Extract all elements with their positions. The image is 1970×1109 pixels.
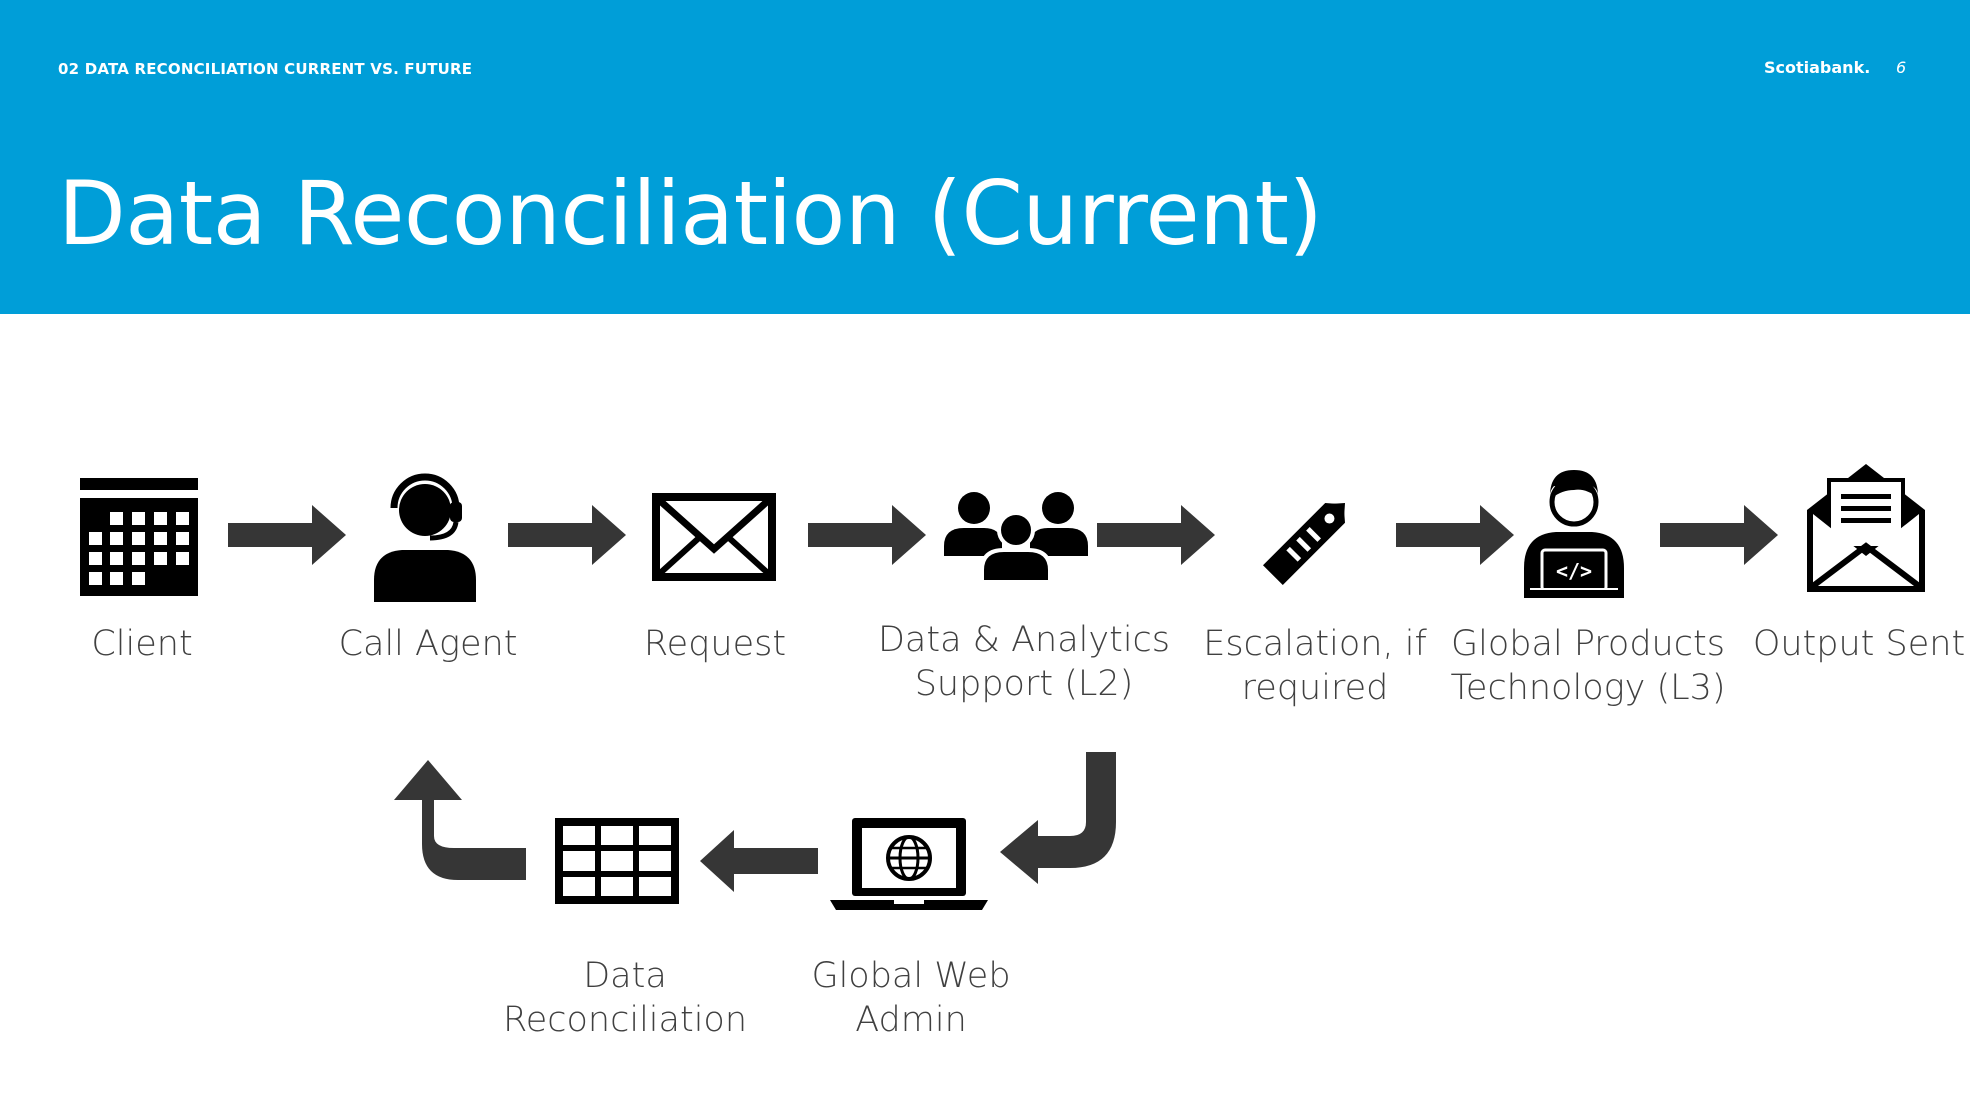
step-label-global-products: Global Products Technology (L3) xyxy=(1450,624,1726,708)
headset-agent-icon xyxy=(374,473,476,602)
arrow-right xyxy=(1097,505,1215,565)
arrow-right xyxy=(1396,505,1514,565)
svg-text:</>: </> xyxy=(1556,559,1592,583)
curved-arrow-up-left xyxy=(394,760,526,880)
header-banner: 02 DATA RECONCILIATION CURRENT VS. FUTUR… xyxy=(0,0,1970,314)
team-icon xyxy=(944,492,1088,582)
step-label-request: Request xyxy=(643,624,787,664)
step-label-escalation: Escalation, if required xyxy=(1203,624,1427,708)
arrow-right xyxy=(1660,505,1778,565)
arrow-left xyxy=(700,830,818,892)
page-title: Data Reconciliation (Current) xyxy=(58,162,1323,265)
table-grid-icon xyxy=(555,818,679,904)
section-label: 02 DATA RECONCILIATION CURRENT VS. FUTUR… xyxy=(58,60,473,78)
curved-arrow-down-left xyxy=(1000,752,1116,884)
step-label-global-web-admin: Global Web Admin xyxy=(811,956,1011,1040)
arrow-right xyxy=(508,505,626,565)
open-mail-icon xyxy=(1807,464,1925,592)
tag-icon xyxy=(1262,502,1346,586)
developer-icon: </> xyxy=(1524,470,1624,598)
envelope-icon xyxy=(652,493,776,581)
step-label-client: Client xyxy=(91,624,193,664)
brand-logo-text: Scotiabank. xyxy=(1764,58,1871,77)
arrow-right xyxy=(228,505,346,565)
laptop-globe-icon xyxy=(830,818,988,910)
calendar-icon xyxy=(80,478,198,596)
step-label-data-reconciliation: Data Reconciliation xyxy=(502,956,748,1040)
page-number: 6 xyxy=(1896,58,1907,77)
step-label-data-analytics: Data & Analytics Support (L2) xyxy=(877,620,1171,704)
step-label-output-sent: Output Sent xyxy=(1752,624,1966,664)
step-label-call-agent: Call Agent xyxy=(338,624,518,664)
arrow-right xyxy=(808,505,926,565)
